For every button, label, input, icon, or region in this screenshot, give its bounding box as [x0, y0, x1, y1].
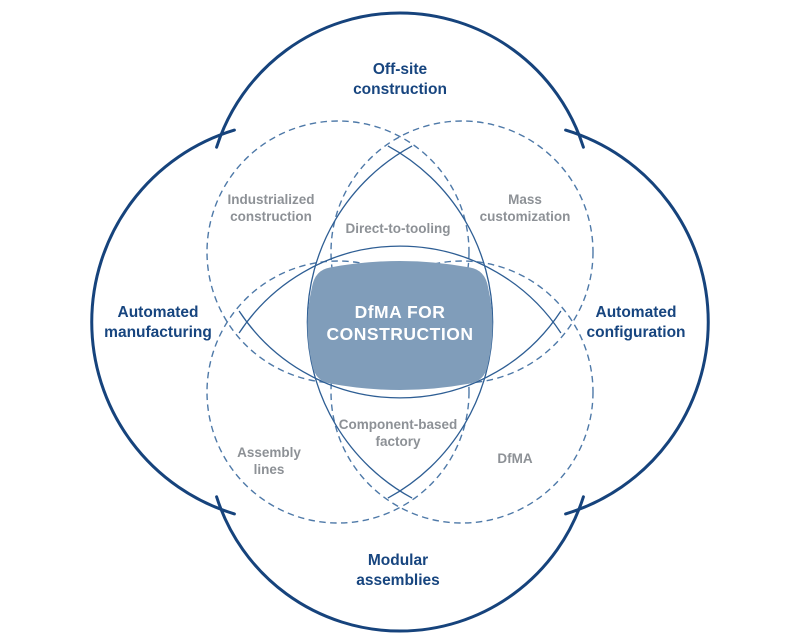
outer-circle-arcs-group [90, 11, 710, 633]
horizontal-lens-bottom-arc [238, 310, 562, 399]
outer-label-left-line1: Automated [118, 304, 199, 321]
intersection-label-bottom-center-line2: factory [375, 434, 421, 449]
outer-label-right-line1: Automated [596, 304, 677, 321]
outer-arc-top-circle [215, 11, 585, 149]
outer-arc-right-circle [564, 128, 710, 516]
center-label-line2: CONSTRUCTION [327, 324, 474, 344]
dashed-circle-top-left [206, 120, 470, 384]
vertical-lens-left-arc [306, 145, 413, 499]
intersection-label-top-right-line2: customization [480, 209, 571, 224]
intersection-label-top-center: Direct-to-tooling [346, 221, 451, 236]
outer-label-top-line2: construction [353, 81, 447, 98]
intersection-label-bottom-left-line2: lines [254, 462, 285, 477]
outer-label-bottom-line2: assemblies [356, 572, 440, 589]
outer-labels-group: Off-site construction Automated manufact… [104, 61, 685, 589]
intersection-label-top-left-line1: Industrialized [227, 192, 314, 207]
outer-label-bottom-line1: Modular [368, 552, 428, 569]
dashed-circle-bottom-right [330, 260, 594, 524]
intersection-labels-group: Industrialized construction Mass customi… [227, 192, 570, 477]
intersection-label-bottom-right: DfMA [497, 451, 532, 466]
intersection-label-top-right-line1: Mass [508, 192, 542, 207]
dashed-circles-group [206, 120, 594, 524]
intersection-label-bottom-center-line1: Component-based [339, 417, 458, 432]
dashed-circle-bottom-left [206, 260, 470, 524]
outer-label-left-line2: manufacturing [104, 324, 212, 341]
intersection-label-bottom-left-line1: Assembly [237, 445, 301, 460]
outer-arc-left-circle [90, 128, 236, 516]
vertical-lens-right-arc [387, 145, 494, 499]
center-label-group: DfMA FOR CONSTRUCTION [327, 302, 474, 344]
thin-lens-arcs-group [238, 145, 562, 499]
center-intersection-shape [307, 261, 493, 390]
center-label-line1: DfMA FOR [355, 302, 446, 322]
dashed-circle-top-right [330, 120, 594, 384]
outer-label-right-line2: configuration [586, 324, 685, 341]
outer-arc-bottom-circle [215, 495, 585, 633]
outer-label-top-line1: Off-site [373, 61, 428, 78]
horizontal-lens-top-arc [238, 245, 562, 334]
intersection-label-top-left-line2: construction [230, 209, 312, 224]
